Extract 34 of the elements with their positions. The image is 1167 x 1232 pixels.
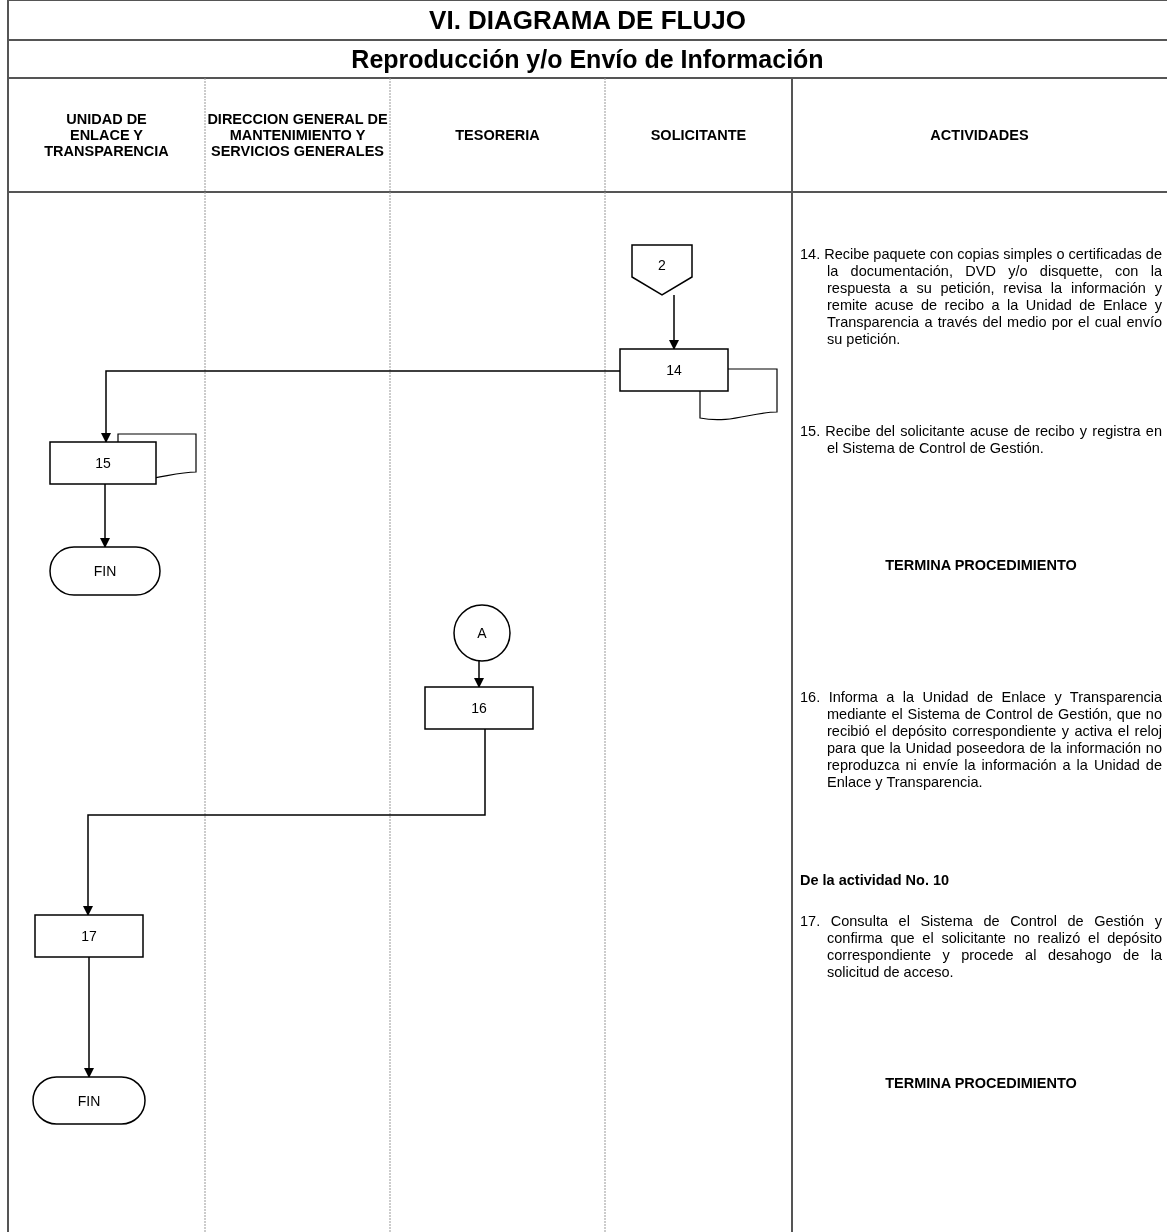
lane-header: TESORERIA (454, 126, 541, 145)
connector-circle (454, 605, 510, 661)
step-number: 17 (81, 928, 97, 944)
arrow (669, 294, 679, 350)
step-number: 2 (658, 257, 666, 273)
activity-text: 17. Consulta el Sistema de Control de Gestión y confirma que el solicitante no realizó el depósito correspondiente y procede al desahogo de la solicitud de acceso. (800, 913, 1162, 981)
arrow (84, 956, 94, 1078)
step-number: FIN (93, 563, 117, 579)
column-header: ACTIVIDADES (929, 126, 1030, 145)
activity-text: 16. Informa a la Unidad de Enlace y Transparencia mediante el Sistema de Control de Gestión, que no recibió el depósito correspondiente y activa el reloj para que la Unidad poseedora de la información no reproduzca ni envíe la información a la Unidad de Enlace y Transparencia. (800, 689, 1162, 791)
off-page-connector (632, 245, 692, 295)
arrow (83, 728, 486, 916)
arrow (100, 483, 110, 548)
step-number: A (477, 625, 487, 641)
process-document-drawing (50, 434, 196, 484)
step-number: FIN (77, 1092, 101, 1109)
subtitle: Reproducción y/o Envío de Información (350, 43, 825, 75)
step-number: 14 (665, 361, 683, 380)
process-box (35, 915, 143, 957)
reference-note: De la actividad No. 10 (800, 872, 951, 888)
lane-header: SOLICITANTE (649, 126, 748, 145)
arrow (474, 660, 484, 688)
process-box (425, 687, 533, 729)
lane-header: UNIDAD DE ENLACE Y TRANSPARENCIA (43, 110, 170, 161)
terminator (33, 1077, 145, 1124)
step-number: 16 (471, 700, 487, 716)
activity-text: 14. Recibe paquete con copias simples o certificadas de la documentación, DVD y/o disquette, con la respuesta a su petición, revisa la información y remite acuse de recibo a la Unidad de Enlace y Transparencia a través del medio por el cual envío su petición. (800, 246, 1162, 348)
end-note: TERMINA PROCEDIMIENTO (884, 1074, 1078, 1093)
end-note: TERMINA PROCEDIMIENTO (884, 556, 1078, 575)
step-number: 15 (94, 454, 112, 473)
terminator (50, 547, 160, 595)
title: VI. DIAGRAMA DE FLUJO (428, 3, 747, 37)
activity-text: 15. Recibe del solicitante acuse de recibo y registra en el Sistema de Control de Gestión. (800, 423, 1162, 457)
lane-header: DIRECCION GENERAL DE MANTENIMIENTO Y SERVICIOS GENERALES (206, 110, 389, 161)
